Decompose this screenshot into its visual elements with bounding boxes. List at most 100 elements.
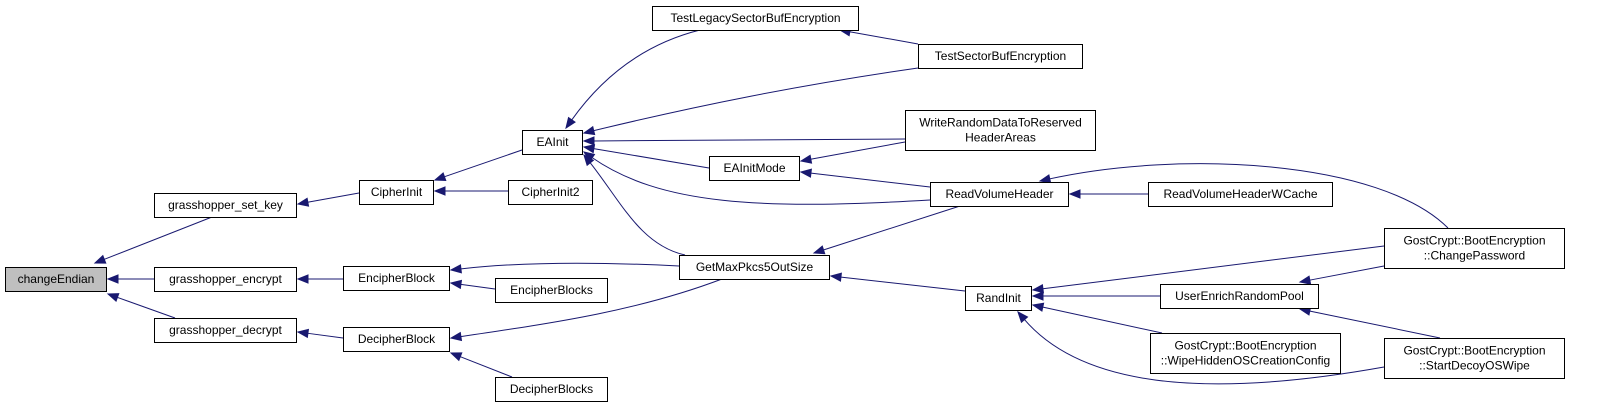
arrow-head [296,274,309,284]
node-label: ::WipeHiddenOSCreationConfig [1161,354,1330,368]
arrow-head [106,293,120,303]
node-CipherInit[interactable]: CipherInit [359,180,434,205]
arrow-head [296,197,310,207]
edge-grasshopper_encrypt-to-changeEndian [106,274,154,284]
node-label: grasshopper_set_key [168,198,283,212]
node-box[interactable] [1148,182,1333,207]
node-RandInit[interactable]: RandInit [965,286,1032,311]
node-box[interactable] [679,255,830,280]
arrow-head [296,328,310,339]
node-box[interactable] [154,193,297,218]
node-label: TestSectorBufEncryption [935,49,1066,63]
node-box[interactable] [1150,333,1341,374]
edge-line [1041,245,1385,290]
node-box[interactable] [154,318,297,343]
node-box[interactable] [5,267,107,292]
edge-line [589,161,686,256]
node-box[interactable] [709,156,800,181]
edge-line [822,205,961,251]
node-WipeHiddenOSCreationConfig[interactable]: GostCrypt::BootEncryption::WipeHiddenOSC… [1150,333,1341,374]
node-label: ::StartDecoyOSWipe [1419,359,1530,373]
edges-layer [93,27,1449,385]
arrow-head [93,254,107,264]
node-StartDecoyOSWipe[interactable]: GostCrypt::BootEncryption::StartDecoyOSW… [1384,338,1565,379]
node-box[interactable] [495,278,608,303]
node-label: HeaderAreas [965,131,1036,145]
node-label: RandInit [976,291,1021,305]
nodes-layer: changeEndian grasshopper_set_key grasshopp… [5,6,1565,402]
node-label: DecipherBlock [358,332,436,346]
node-changeEndian[interactable]: changeEndian [5,267,107,292]
node-EncipherBlocks[interactable]: EncipherBlocks [495,278,608,303]
arrow-head [565,116,576,130]
edge-GetMaxPkcs5OutSize-to-EAInit [583,153,686,256]
arrow-head [449,352,463,362]
edge-StartDecoyOSWipe-to-RandInit [1017,310,1385,385]
node-box[interactable] [965,286,1032,311]
edge-ChangePassword-to-RandInit [1031,245,1385,294]
node-UserEnrichRandomPool[interactable]: UserEnrichRandomPool [1160,284,1319,309]
edge-line [809,172,931,188]
edge-line [116,296,176,319]
arrow-head [812,245,826,255]
node-ReadVolumeHeaderWCache[interactable]: ReadVolumeHeaderWCache [1148,182,1333,207]
node-DecipherBlock[interactable]: DecipherBlock [343,327,450,352]
edge-line [848,31,919,45]
node-box[interactable] [359,180,434,205]
node-box[interactable] [343,266,450,291]
node-TestSectorBufEncryption[interactable]: TestSectorBufEncryption [918,44,1083,69]
edge-GetMaxPkcs5OutSize-to-DecipherBlock [449,278,723,342]
edge-CipherInit-to-grasshopper_set_key [296,192,360,207]
edge-grasshopper_decrypt-to-changeEndian [106,293,176,319]
edge-ReadVolumeHeaderWCache-to-ReadVolumeHeader [1068,189,1148,199]
node-box[interactable] [343,327,450,352]
edge-TestLegacySectorBufEncryption-to-EAInit [565,29,701,130]
node-box[interactable] [1160,284,1319,309]
node-label: CipherInit2 [521,185,579,199]
node-grasshopper_encrypt[interactable]: grasshopper_encrypt [154,267,297,292]
node-EAInit[interactable]: EAInit [522,130,583,155]
edge-line [592,147,710,169]
edge-line [459,262,680,270]
node-grasshopper_set_key[interactable]: grasshopper_set_key [154,193,297,218]
node-ChangePassword[interactable]: GostCrypt::BootEncryption::ChangePasswor… [1384,228,1565,269]
edge-line [306,332,344,339]
node-box[interactable] [1384,228,1565,269]
node-box[interactable] [508,180,593,205]
node-box[interactable] [930,182,1069,207]
node-box[interactable] [495,377,608,402]
arrow-head [1298,275,1312,285]
edge-EAInit-to-CipherInit [433,149,523,182]
node-box[interactable] [918,44,1083,69]
node-EAInitMode[interactable]: EAInitMode [709,156,800,181]
arrow-head [1031,283,1045,294]
node-GetMaxPkcs5OutSize[interactable]: GetMaxPkcs5OutSize [679,255,830,280]
arrow-head [449,264,462,274]
node-ReadVolumeHeader[interactable]: ReadVolumeHeader [930,182,1069,207]
edge-line [592,138,906,142]
node-EncipherBlock[interactable]: EncipherBlock [343,266,450,291]
node-CipherInit2[interactable]: CipherInit2 [508,180,593,205]
node-box[interactable] [1384,338,1565,379]
edge-GetMaxPkcs5OutSize-to-EncipherBlock [449,262,680,274]
edge-line [809,141,906,160]
node-box[interactable] [154,267,297,292]
node-DecipherBlocks[interactable]: DecipherBlocks [495,377,608,402]
node-TestLegacySectorBufEncryption[interactable]: TestLegacySectorBufEncryption [652,6,859,31]
arrow-head [1038,174,1052,184]
edge-EncipherBlocks-to-EncipherBlock [449,279,496,290]
edge-CipherInit2-to-CipherInit [433,186,508,196]
node-label: EncipherBlock [358,271,436,285]
node-box[interactable] [652,6,859,31]
node-box[interactable] [905,110,1096,151]
node-label: changeEndian [18,272,95,286]
node-label: grasshopper_decrypt [169,323,282,337]
arrow-head [1031,291,1044,301]
node-grasshopper_decrypt[interactable]: grasshopper_decrypt [154,318,297,343]
edge-line [443,149,523,178]
edge-line [459,278,723,338]
node-box[interactable] [522,130,583,155]
arrow-head [799,168,812,178]
node-label: GostCrypt::BootEncryption [1403,344,1545,358]
